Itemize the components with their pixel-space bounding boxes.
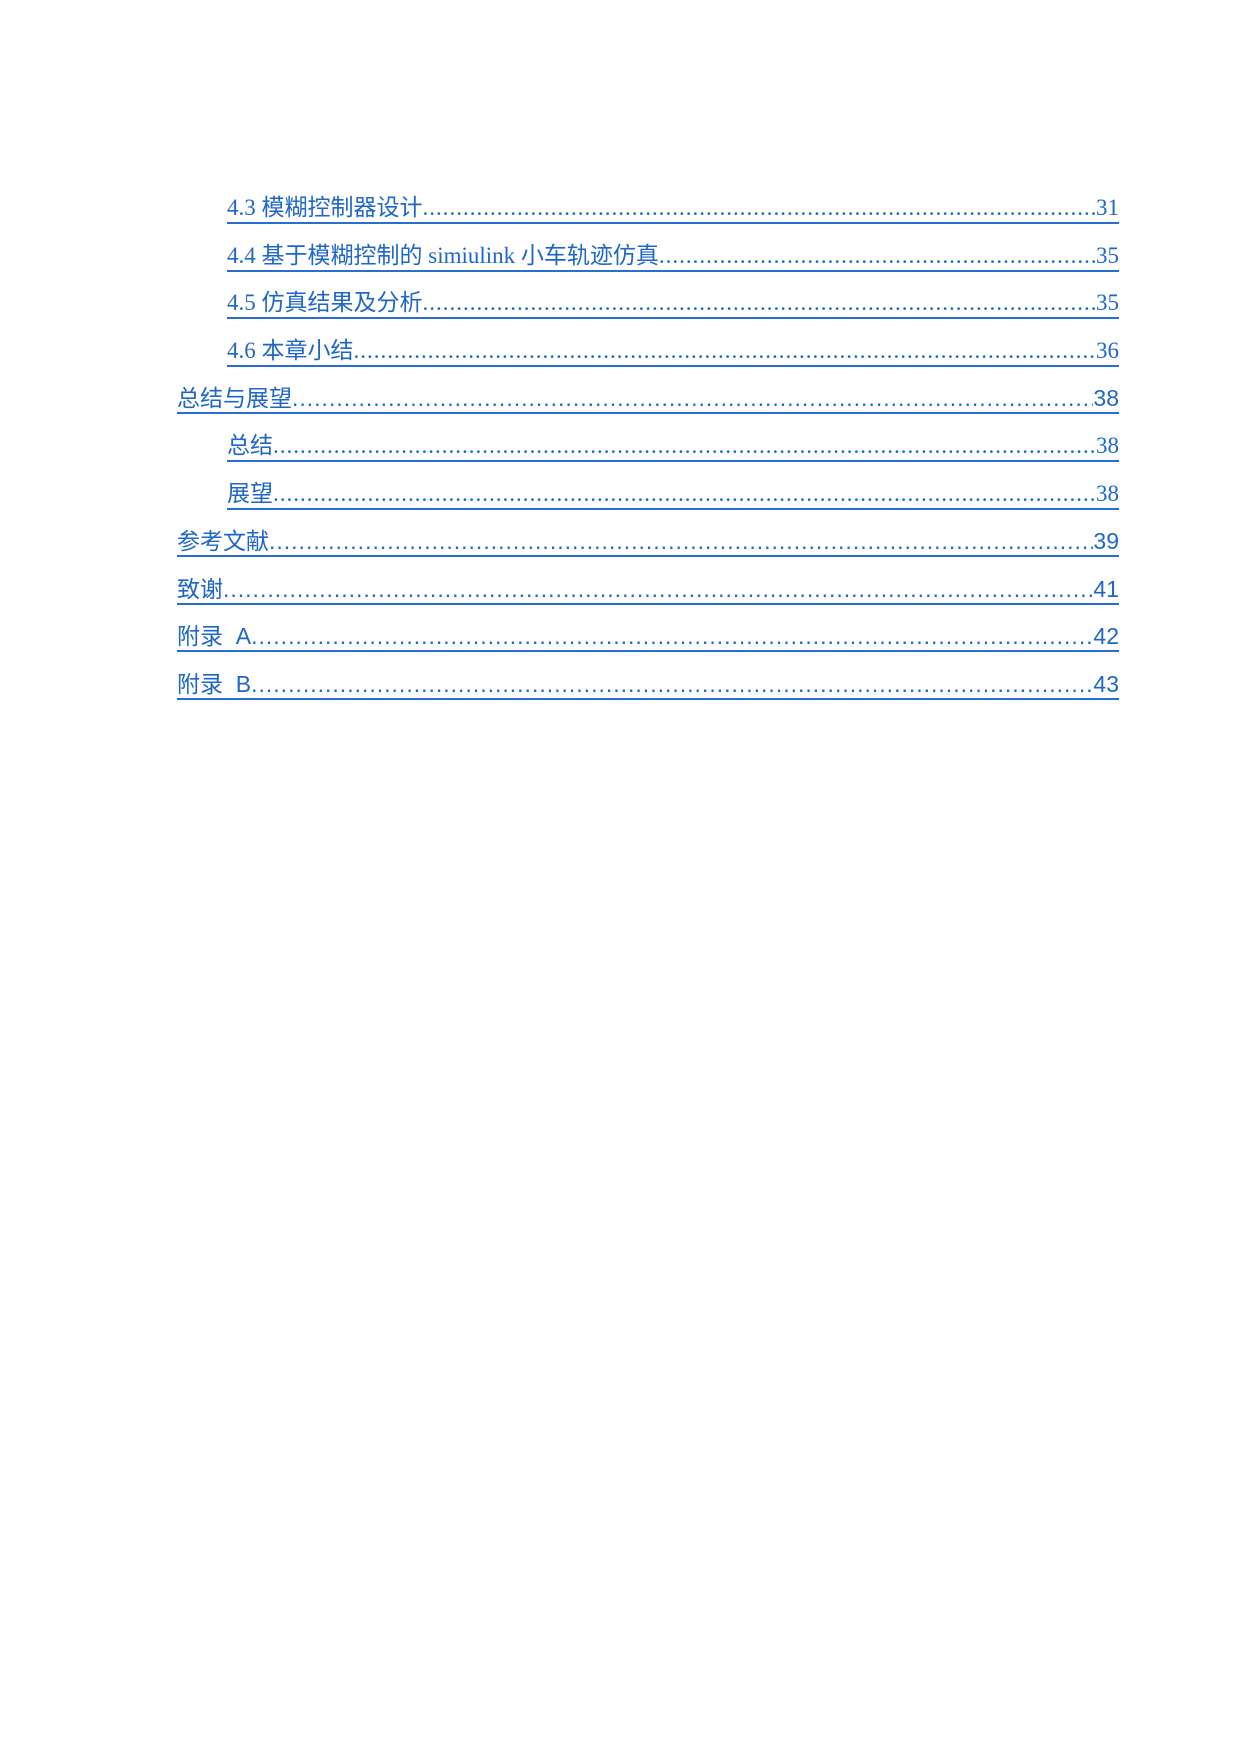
toc-entry-4-4[interactable]: 4.4 基于模糊控制的 simiulink 小车轨迹仿真 35 [227, 238, 1119, 272]
dot-leader [292, 384, 1093, 412]
toc-entry-label: 4.5 仿真结果及分析 [227, 290, 423, 316]
dot-leader [251, 670, 1093, 698]
toc-entry-label: 总结与展望 [177, 385, 292, 412]
toc-entry-label: 附录 A [177, 623, 252, 650]
toc-page-number: 38 [1093, 385, 1119, 412]
toc-entry-label: 4.6 本章小结 [227, 337, 354, 363]
toc-entry-conclusion-outlook[interactable]: 总结与展望 38 [177, 380, 1119, 415]
toc-page-number: 36 [1096, 337, 1119, 363]
toc-entry-acknowledgements[interactable]: 致谢 41 [177, 571, 1119, 605]
toc-page-number: 35 [1096, 242, 1119, 268]
toc-page-number: 43 [1093, 671, 1119, 697]
toc-page-number: 42 [1093, 623, 1119, 650]
toc-entry-references[interactable]: 参考文献 39 [177, 523, 1119, 558]
dot-leader [423, 289, 1097, 317]
toc-entry-appendix-a[interactable]: 附录 A 42 [177, 618, 1119, 653]
dot-leader [659, 242, 1096, 270]
toc-page-number: 41 [1093, 575, 1119, 602]
dot-leader [354, 337, 1097, 365]
toc-page-number: 38 [1096, 480, 1119, 506]
toc-entry-outlook[interactable]: 展望 38 [227, 476, 1119, 510]
toc-entry-label: 致谢 [177, 575, 223, 602]
dot-leader [273, 432, 1096, 460]
toc-page-number: 39 [1093, 528, 1119, 555]
toc-page-number: 38 [1096, 433, 1119, 458]
dot-leader [269, 527, 1093, 555]
toc-entry-appendix-b[interactable]: 附录 B 43 [177, 666, 1119, 700]
toc-entry-label: 展望 [227, 480, 273, 506]
toc-entry-label: 总结 [227, 433, 273, 458]
toc-page-number: 35 [1096, 290, 1119, 316]
dot-leader [273, 480, 1096, 508]
dot-leader [251, 622, 1093, 650]
toc-entry-4-6[interactable]: 4.6 本章小结 36 [227, 333, 1119, 367]
toc-entry-conclusion[interactable]: 总结 38 [227, 428, 1119, 462]
dot-leader [223, 575, 1093, 603]
toc-entry-label: 4.3 模糊控制器设计 [227, 195, 423, 220]
toc-entry-4-5[interactable]: 4.5 仿真结果及分析 35 [227, 285, 1119, 320]
toc-entry-label: 参考文献 [177, 528, 269, 555]
toc-page-number: 31 [1096, 195, 1119, 220]
dot-leader [423, 194, 1097, 222]
toc-entry-label: 附录 B [177, 671, 252, 697]
toc-entry-4-3[interactable]: 4.3 模糊控制器设计 31 [227, 190, 1119, 224]
toc-entry-label: 4.4 基于模糊控制的 simiulink 小车轨迹仿真 [227, 242, 659, 268]
